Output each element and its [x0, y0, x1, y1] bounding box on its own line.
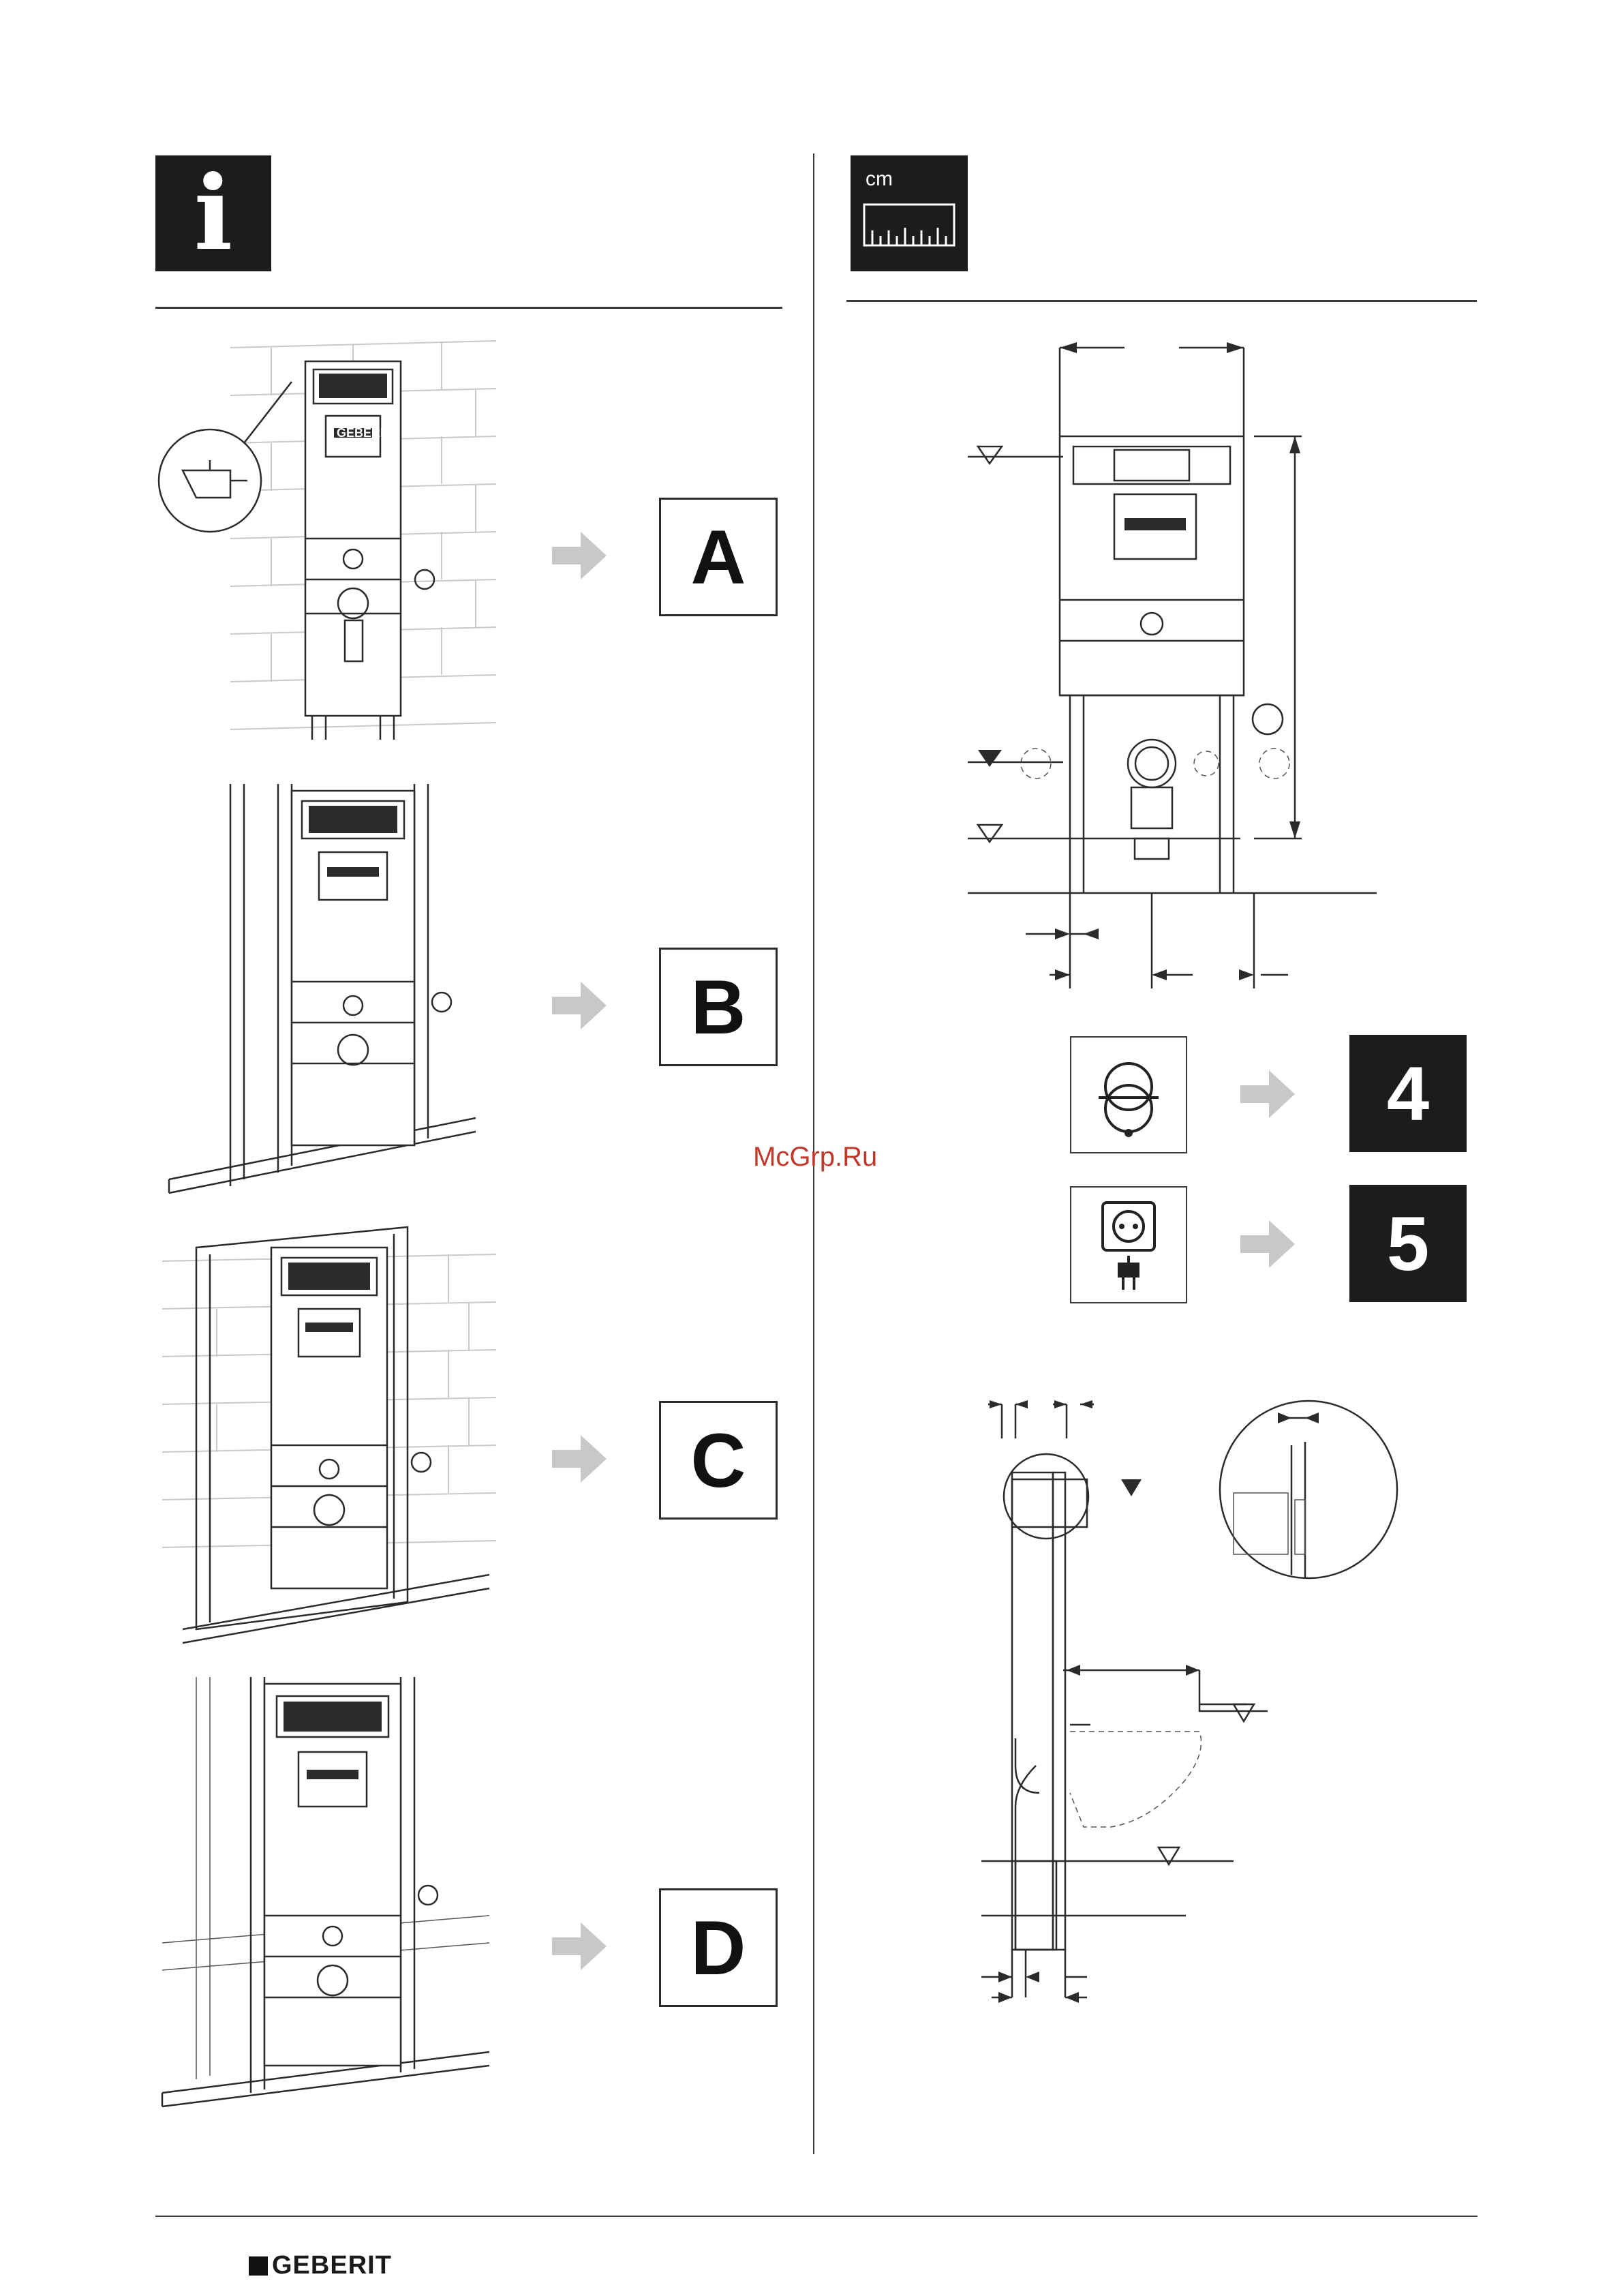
reference-label-5: 5 — [1387, 1200, 1429, 1288]
arrow-right-icon — [1240, 1070, 1295, 1118]
option-label-d: D — [691, 1904, 746, 1992]
arrow-right-icon — [1240, 1220, 1295, 1268]
cm-label: cm — [866, 168, 893, 191]
installation-figure-a: GEBERIT — [155, 334, 503, 757]
installation-figure-c — [155, 1220, 503, 1643]
info-glyph: i — [194, 162, 233, 265]
option-box-b: B — [659, 948, 778, 1066]
arrow-right-icon — [552, 1922, 607, 1970]
reference-box-4: 4 — [1349, 1035, 1467, 1152]
right-header-rule — [846, 300, 1477, 302]
side-section-drawing — [975, 1384, 1452, 1997]
option-box-c: C — [659, 1401, 778, 1520]
installation-figure-d — [155, 1670, 503, 2106]
option-box-a: A — [659, 498, 778, 616]
option-label-b: B — [691, 963, 746, 1051]
arrow-right-icon — [552, 982, 607, 1029]
option-box-d: D — [659, 1888, 778, 2007]
power-socket-icon — [1071, 1188, 1186, 1302]
water-supply-icon — [1071, 1038, 1186, 1152]
ruler-cm-icon: cm — [851, 155, 968, 271]
watermark: McGrp.Ru — [753, 1142, 877, 1173]
info-header-icon: i — [155, 155, 271, 271]
logo-square-icon — [249, 2256, 268, 2276]
arrow-right-icon — [552, 532, 607, 579]
arrow-right-icon — [552, 1435, 607, 1483]
frame-plate-text-a: GEBERIT — [337, 426, 391, 440]
left-header-rule — [155, 307, 782, 309]
frame-c — [183, 1227, 489, 1643]
reference-label-4: 4 — [1387, 1050, 1429, 1138]
front-dimension-drawing — [961, 334, 1383, 988]
option-label-a: A — [691, 513, 746, 601]
frame-a: GEBERIT — [305, 361, 434, 740]
footer-rule — [155, 2216, 1478, 2217]
installation-figure-b — [155, 777, 503, 1200]
water-supply-icon-box — [1070, 1036, 1187, 1153]
power-socket-icon-box — [1070, 1186, 1187, 1303]
reference-box-5: 5 — [1349, 1185, 1467, 1302]
footer-brand: GEBERIT — [272, 2251, 392, 2280]
frame-d — [264, 1684, 438, 2066]
option-label-c: C — [691, 1417, 746, 1505]
geberit-logo: GEBERIT — [249, 2251, 392, 2280]
